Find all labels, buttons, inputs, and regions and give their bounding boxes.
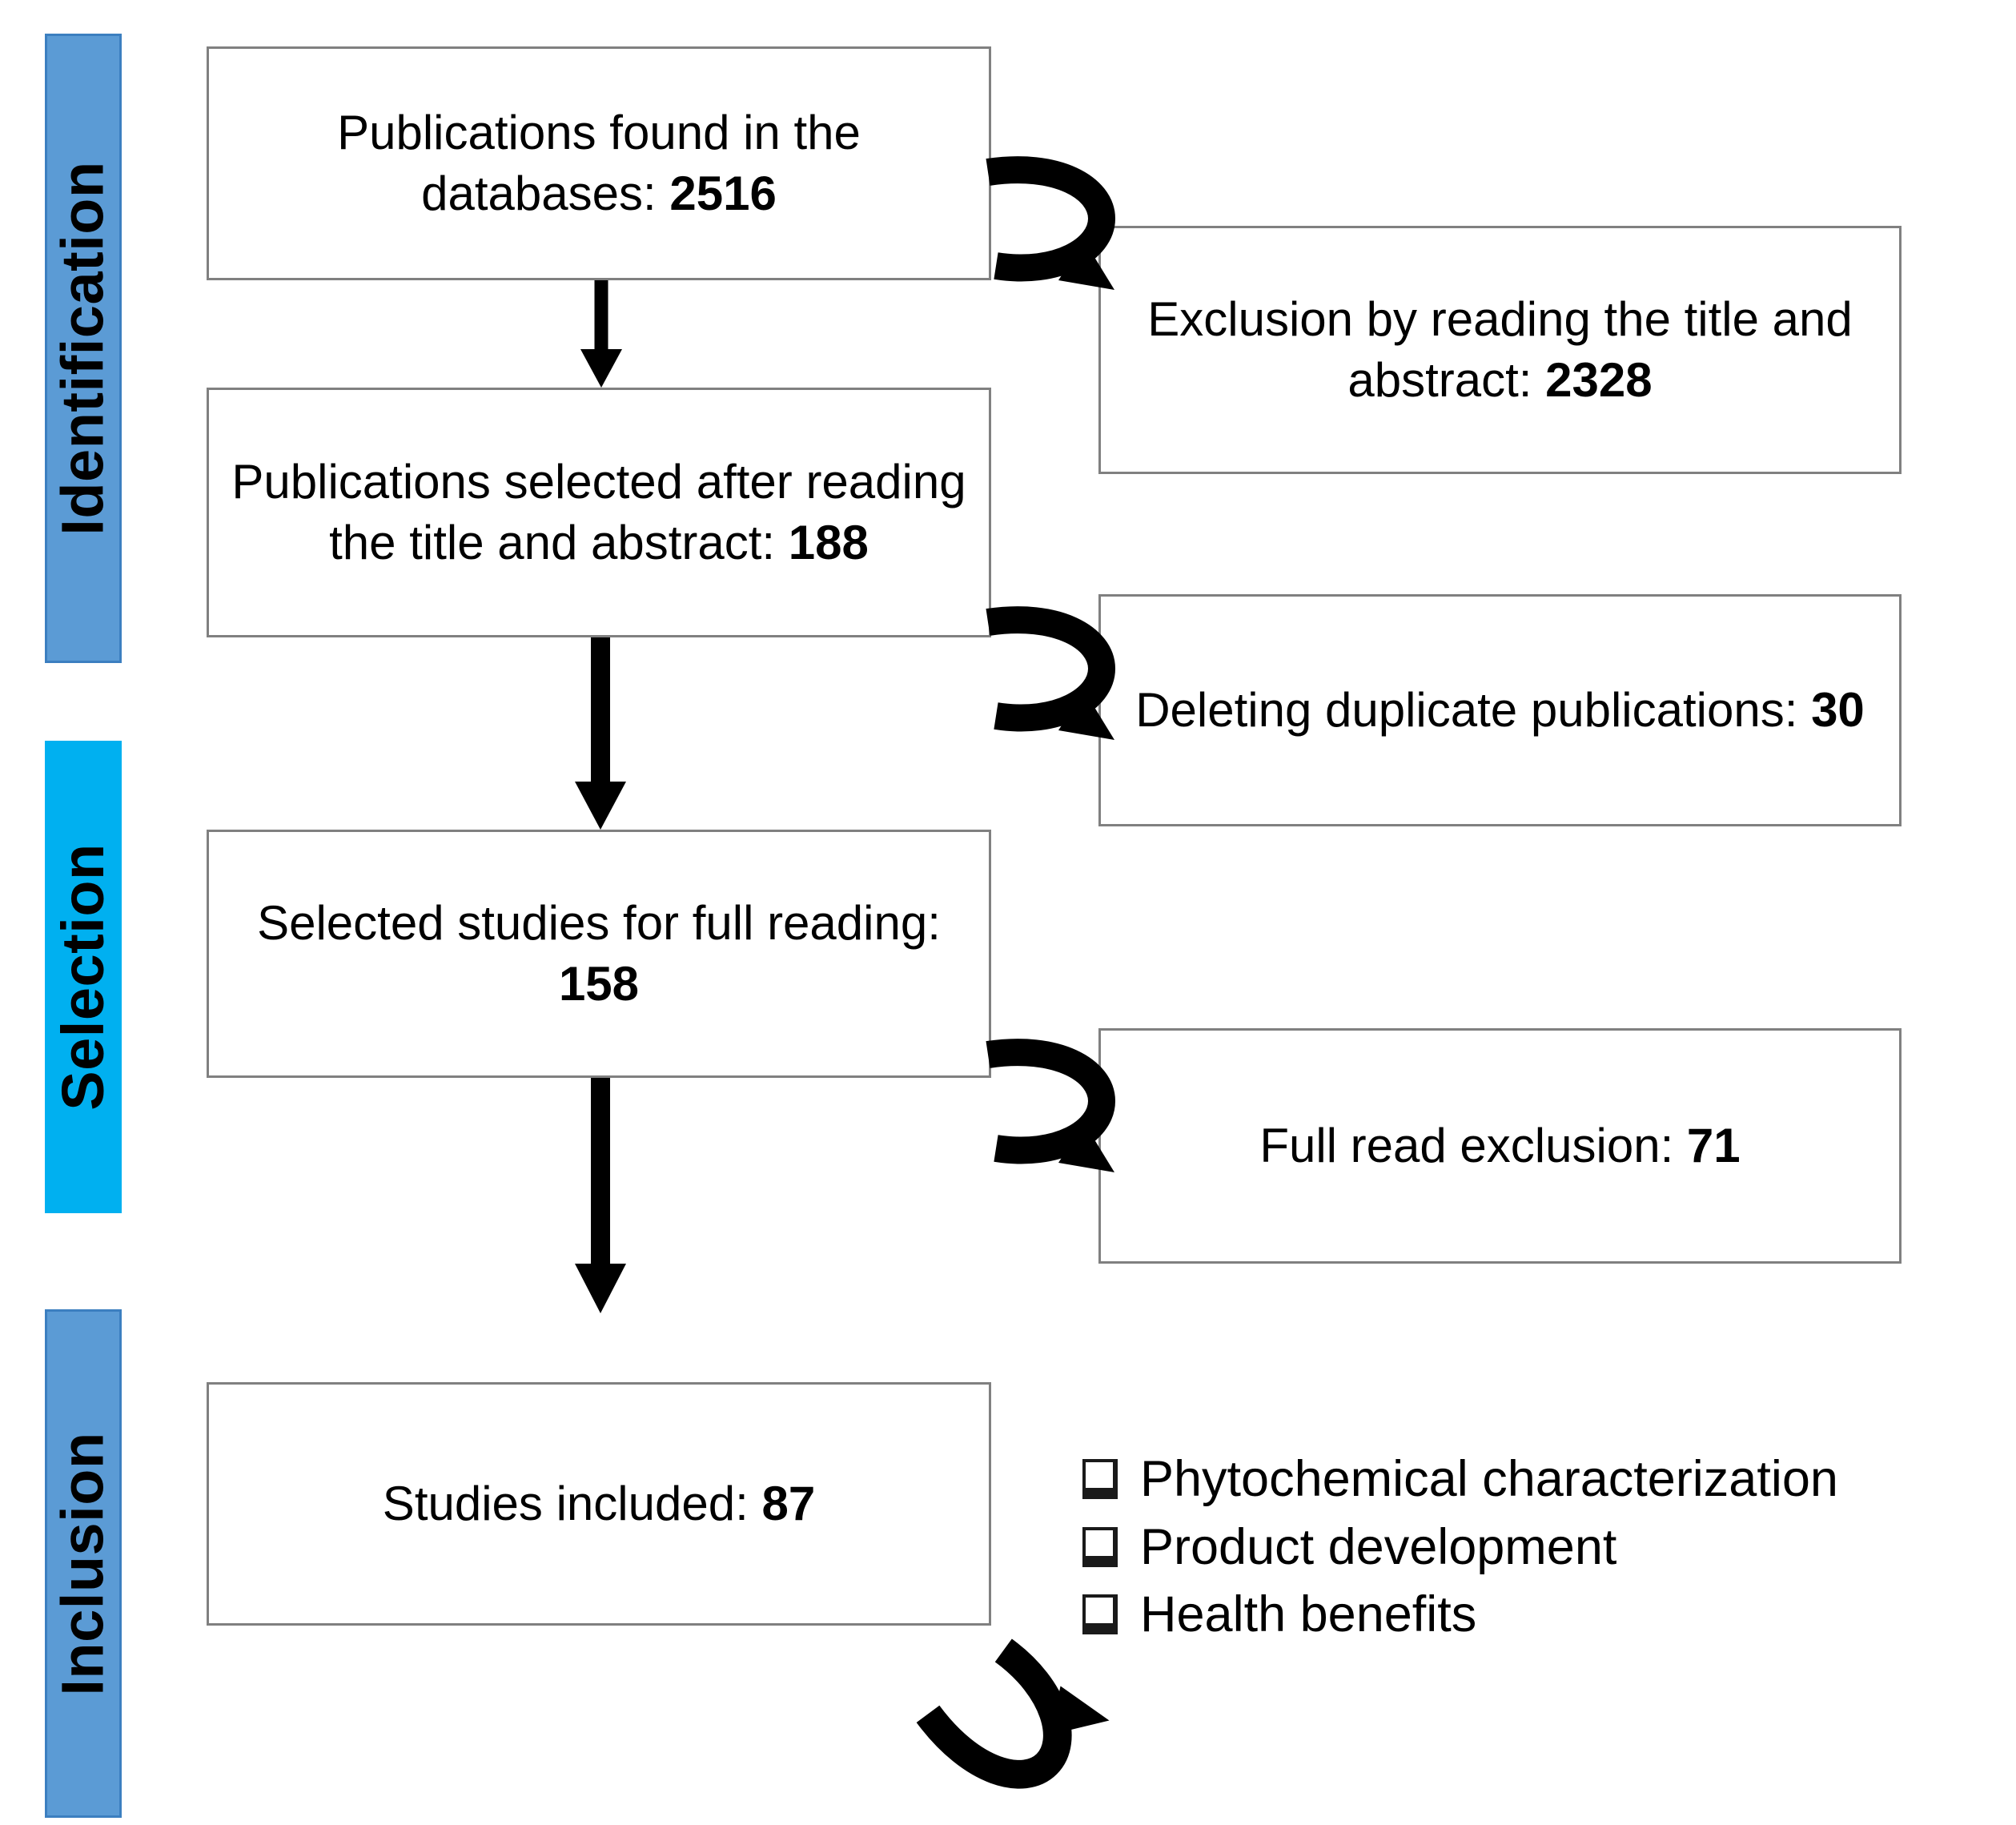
curved-arrow-to-checklist [916,1638,1110,1789]
stage-bar-identification: Identification [45,34,122,663]
down-arrow-fullreading-to-included [575,1078,626,1313]
box-exclusion-title-abstract-value: 2328 [1545,353,1653,407]
list-item[interactable]: Phytochemical characterization [1082,1451,2011,1508]
inclusion-topics-checklist: Phytochemical characterization Product d… [1082,1451,2011,1654]
box-full-read-exclusion-value: 71 [1686,1119,1741,1173]
curved-arrow-to-full-read-exclusion [986,1039,1116,1172]
curved-arrow-to-exclusion-title-abstract [986,156,1116,290]
box-studies-included-value: 87 [761,1477,816,1531]
list-item[interactable]: Product development [1082,1519,2011,1576]
box-publications-found-value: 2516 [669,167,777,220]
box-deleting-duplicates-text: Deleting duplicate publications: 30 [1135,683,1865,738]
checkbox-icon[interactable] [1082,1526,1118,1567]
box-publications-selected-value: 188 [788,516,869,569]
box-exclusion-title-abstract-text: Exclusion by reading the title and abstr… [1147,292,1853,407]
box-publications-selected: Publications selected after reading the … [207,388,991,637]
box-selected-full-reading: Selected studies for full reading: 158 [207,830,991,1078]
box-deleting-duplicates-value: 30 [1811,683,1865,738]
stage-label-identification: Identification [50,161,117,536]
stage-bar-inclusion: Inclusion [45,1309,122,1818]
down-arrow-found-to-selected [580,280,622,388]
down-arrow-selected-to-fullreading [575,637,626,830]
curved-arrow-to-duplicates [986,606,1116,740]
box-studies-included: Studies included: 87 [207,1382,991,1626]
stage-label-selection: Selection [50,843,116,1111]
list-item-label: Phytochemical characterization [1140,1451,1838,1507]
stage-bar-selection: Selection [45,741,122,1213]
list-item-label: Health benefits [1140,1586,1477,1643]
list-item-label: Product development [1140,1518,1617,1575]
box-full-read-exclusion-text: Full read exclusion: 71 [1259,1119,1741,1173]
stage-label-inclusion: Inclusion [50,1431,116,1696]
box-publications-found-text: Publications found in the databases: 251… [337,106,861,220]
box-deleting-duplicates: Deleting duplicate publications: 30 [1098,594,1902,826]
box-publications-found: Publications found in the databases: 251… [207,46,991,280]
box-selected-full-reading-value: 158 [558,957,640,1011]
box-exclusion-title-abstract: Exclusion by reading the title and abstr… [1098,226,1902,474]
box-publications-selected-text: Publications selected after reading the … [231,455,966,569]
list-item[interactable]: Health benefits [1082,1586,2011,1643]
box-studies-included-text: Studies included: 87 [382,1477,816,1531]
box-full-read-exclusion: Full read exclusion: 71 [1098,1028,1902,1264]
checkbox-icon[interactable] [1082,1594,1118,1635]
box-selected-full-reading-text: Selected studies for full reading: 158 [257,896,941,1011]
checkbox-icon[interactable] [1082,1459,1118,1500]
